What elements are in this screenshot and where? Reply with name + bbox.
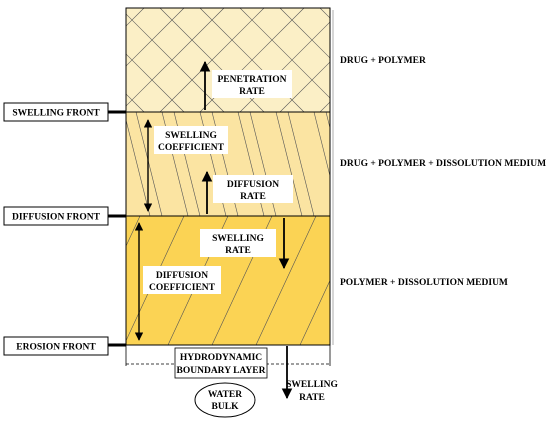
svg-text:DIFFUSION FRONT: DIFFUSION FRONT bbox=[12, 213, 101, 223]
hatch-line bbox=[0, 8, 104, 112]
hatch-line bbox=[279, 61, 330, 112]
hatch-line bbox=[440, 8, 544, 112]
erosion-front-label: EROSION FRONT bbox=[3, 336, 109, 356]
hatch-line bbox=[299, 279, 330, 345]
svg-text:HYDRODYNAMIC: HYDRODYNAMIC bbox=[180, 353, 262, 363]
svg-text:SWELLING: SWELLING bbox=[286, 380, 338, 390]
diffusion-front-label: DIFFUSION FRONT bbox=[3, 206, 109, 226]
diffusion-rate-label: DIFFUSION RATE bbox=[213, 175, 293, 203]
svg-text:BULK: BULK bbox=[212, 402, 240, 412]
hatch-line bbox=[0, 8, 64, 112]
hatch-line bbox=[126, 216, 141, 247]
svg-text:RATE: RATE bbox=[239, 87, 265, 97]
svg-text:BOUNDARY LAYER: BOUNDARY LAYER bbox=[177, 366, 266, 376]
svg-text:SWELLING: SWELLING bbox=[165, 131, 217, 141]
diffusion-coefficient-label: DIFFUSION COEFFICIENT bbox=[143, 266, 221, 294]
svg-text:PENETRATION: PENETRATION bbox=[218, 75, 287, 85]
svg-text:RATE: RATE bbox=[240, 192, 266, 202]
boundary-layer-label: HYDRODYNAMIC BOUNDARY LAYER bbox=[174, 347, 268, 379]
svg-text:DIFFUSION: DIFFUSION bbox=[156, 271, 208, 281]
svg-text:RATE: RATE bbox=[225, 246, 251, 256]
svg-text:DIFFUSION: DIFFUSION bbox=[227, 180, 279, 190]
hatch-line bbox=[126, 93, 145, 112]
swelling-rate-outer-label: SWELLING RATE bbox=[286, 380, 338, 403]
hatch-line bbox=[279, 8, 330, 59]
hatch-line bbox=[126, 8, 225, 107]
swelling-rate-inner-label: SWELLING RATE bbox=[200, 229, 276, 257]
hatch-line bbox=[313, 112, 330, 178]
svg-text:SWELLING FRONT: SWELLING FRONT bbox=[12, 109, 100, 119]
hatch-line bbox=[0, 8, 104, 112]
swelling-front-label: SWELLING FRONT bbox=[3, 102, 109, 122]
hatch-line bbox=[60, 112, 86, 216]
hatch-line bbox=[440, 8, 544, 112]
hatch-line bbox=[287, 112, 315, 216]
top-layer-label: DRUG + POLYMER bbox=[340, 56, 426, 66]
hatch-line bbox=[86, 112, 112, 216]
hatch-line bbox=[0, 8, 24, 112]
hatch-line bbox=[275, 112, 303, 216]
svg-text:COEFFICIENT: COEFFICIENT bbox=[149, 283, 216, 293]
penetration-rate-label: PENETRATION RATE bbox=[212, 70, 292, 98]
svg-text:SWELLING: SWELLING bbox=[212, 234, 264, 244]
water-bulk-label: WATER BULK bbox=[194, 382, 256, 418]
hatch-line bbox=[0, 8, 24, 112]
svg-text:EROSION FRONT: EROSION FRONT bbox=[16, 343, 96, 353]
hatch-line bbox=[126, 8, 185, 67]
hatch-line bbox=[98, 112, 124, 216]
hatch-line bbox=[126, 8, 145, 27]
hatch-line bbox=[159, 8, 265, 112]
hatch-line bbox=[255, 216, 317, 345]
bottom-layer-outline bbox=[125, 215, 331, 346]
swelling-coefficient-label: SWELLING COEFFICIENT bbox=[154, 126, 228, 154]
middle-layer-label: DRUG + POLYMER + DISSOLUTION MEDIUM bbox=[340, 159, 546, 169]
svg-text:RATE: RATE bbox=[299, 393, 325, 403]
bottom-layer-label: POLYMER + DISSOLUTION MEDIUM bbox=[340, 278, 508, 288]
hatch-line bbox=[0, 8, 64, 112]
svg-text:WATER: WATER bbox=[208, 390, 242, 400]
svg-text:COEFFICIENT: COEFFICIENT bbox=[158, 143, 225, 153]
